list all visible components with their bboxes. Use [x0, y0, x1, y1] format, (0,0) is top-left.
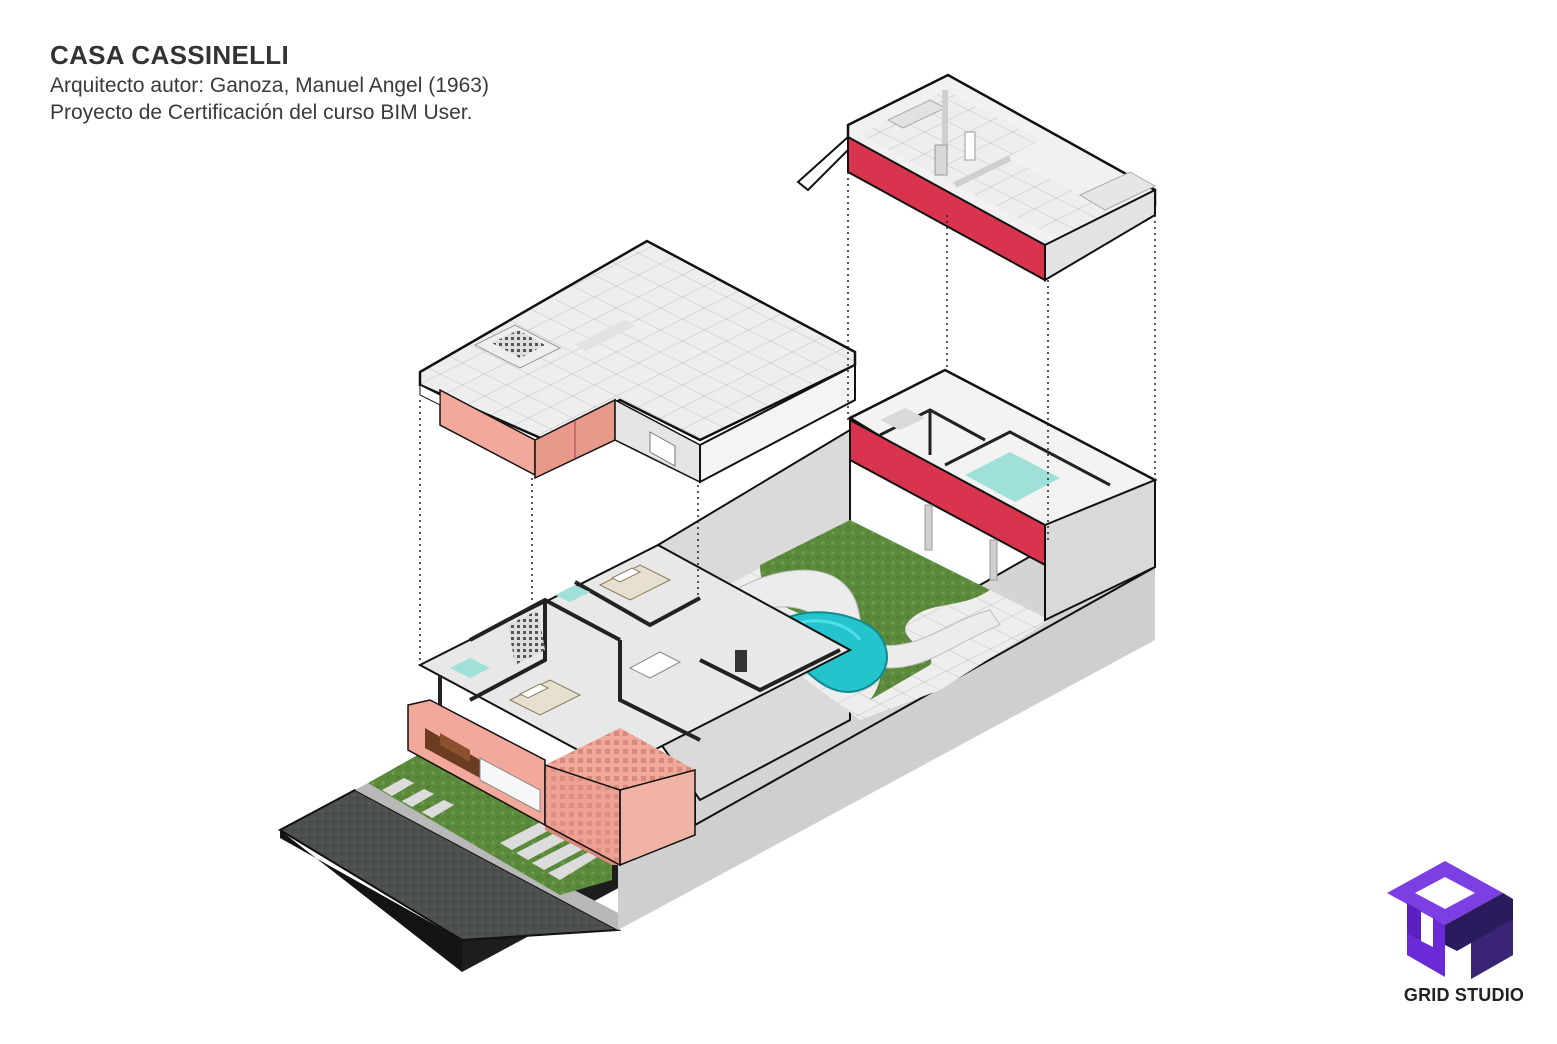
garage-door	[425, 728, 480, 778]
dining-table	[628, 651, 682, 679]
bed-2	[508, 679, 582, 716]
project-line: Proyecto de Certificación del curso BIM …	[50, 101, 473, 124]
front-facade	[407, 699, 696, 867]
rear-upper-floor	[796, 73, 1157, 282]
front-roof-slab	[418, 239, 857, 484]
grid-studio-cube-logo-icon	[1387, 861, 1513, 979]
rear-block	[847, 368, 1158, 622]
front-garden	[368, 748, 612, 895]
author-line: Arquitecto autor: Ganoza, Manuel Angel (…	[50, 74, 489, 97]
brand-name: GRID STUDIO	[1403, 985, 1525, 1005]
header: CASA CASSINELLI Arquitecto autor: Ganoza…	[50, 38, 489, 126]
bed-1	[598, 564, 672, 601]
projection-lines	[419, 172, 1156, 665]
project-title: CASA CASSINELLI	[50, 40, 289, 70]
courtyard-lawn	[760, 520, 990, 700]
